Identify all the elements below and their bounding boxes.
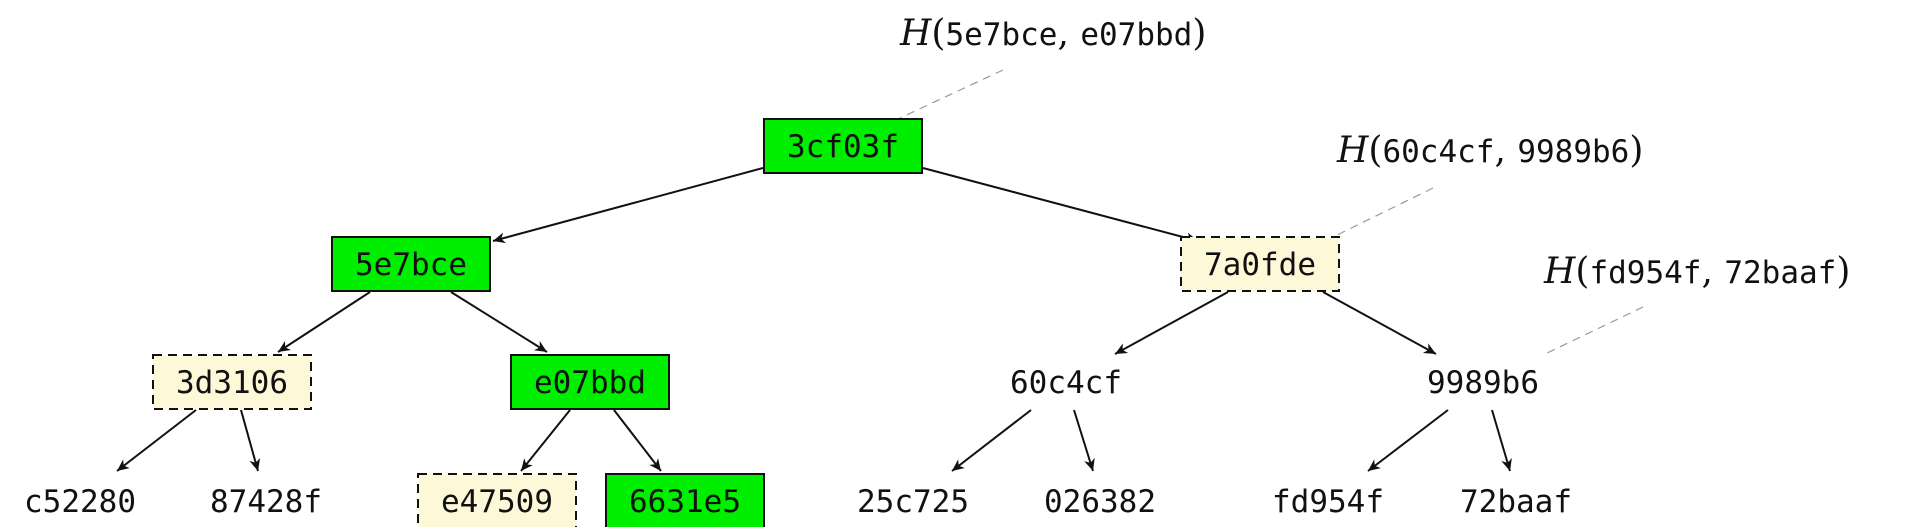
node-label: 7a0fde xyxy=(1204,247,1316,283)
proof-path-box xyxy=(331,236,491,292)
tree-edges xyxy=(116,167,1512,472)
node-label: e47509 xyxy=(441,484,553,520)
node-label: 87428f xyxy=(210,484,322,520)
proof-path-box xyxy=(763,118,923,174)
node-label: 60c4cf xyxy=(1010,365,1122,401)
node-label: 9989b6 xyxy=(1427,365,1539,401)
node-root: 3cf03f xyxy=(763,118,923,174)
annotation-leaders xyxy=(899,69,1644,356)
tree-nodes: 3cf03f 5e7bce 7a0fde 3d3106 e07bbd 60c4cf 9989… xyxy=(24,118,1572,527)
hash-arg-left: fd954f xyxy=(1589,255,1701,291)
node-label: 6631e5 xyxy=(629,484,741,520)
node-l8: 72baaf xyxy=(1460,484,1572,520)
node-label: c52280 xyxy=(24,484,136,520)
hash-function-name: H xyxy=(899,13,932,54)
edge-n_rl-to-l5 xyxy=(951,409,1032,472)
hash-arg-left: 60c4cf xyxy=(1382,134,1494,170)
node-n_rl: 60c4cf xyxy=(1010,365,1122,401)
node-l1: c52280 xyxy=(24,484,136,520)
edge-n_r-to-n_rr xyxy=(1322,291,1437,355)
annotation-leader-n_r xyxy=(1332,187,1434,238)
edge-n_l-to-n_ll xyxy=(277,291,371,353)
sibling-hash-box xyxy=(152,354,312,410)
node-l5: 25c725 xyxy=(857,484,969,520)
node-n_lr: e07bbd xyxy=(510,354,670,410)
annotation-leader-n_rr xyxy=(1542,306,1644,356)
hash-annotation-root: H(5e7bce, e07bbd) xyxy=(899,13,1206,54)
node-l4: 6631e5 xyxy=(605,473,765,527)
annotation-leader-root xyxy=(899,69,1004,119)
proof-path-box xyxy=(605,473,765,527)
node-n_ll: 3d3106 xyxy=(152,354,312,410)
hash-arg-left: 5e7bce xyxy=(945,17,1057,53)
hash-annotation-n_r: H(60c4cf, 9989b6) xyxy=(1336,130,1643,171)
edge-n_ll-to-l1 xyxy=(116,409,197,472)
node-l6: 026382 xyxy=(1044,484,1156,520)
node-label: 5e7bce xyxy=(355,247,467,283)
edge-n_lr-to-l3 xyxy=(520,409,571,472)
sibling-hash-box xyxy=(1180,236,1340,292)
node-label: fd954f xyxy=(1272,484,1384,520)
proof-path-box xyxy=(510,354,670,410)
node-n_l: 5e7bce xyxy=(331,236,491,292)
node-label: 25c725 xyxy=(857,484,969,520)
node-l3: e47509 xyxy=(417,473,577,527)
edge-n_r-to-n_rl xyxy=(1114,291,1229,355)
hash-arg-right: e07bbd xyxy=(1080,17,1192,53)
node-l2: 87428f xyxy=(210,484,322,520)
node-n_rr: 9989b6 xyxy=(1427,365,1539,401)
node-label: 3d3106 xyxy=(176,365,288,401)
hash-annotation-n_rr: H(fd954f, 72baaf) xyxy=(1543,251,1850,292)
hash-function-name: H xyxy=(1336,130,1369,171)
hash-arg-right: 9989b6 xyxy=(1517,134,1629,170)
node-label: e07bbd xyxy=(534,365,646,401)
node-label: 026382 xyxy=(1044,484,1156,520)
edge-n_ll-to-l2 xyxy=(240,409,261,472)
node-n_r: 7a0fde xyxy=(1180,236,1340,292)
edge-n_rr-to-l7 xyxy=(1367,409,1449,472)
edge-n_l-to-n_lr xyxy=(450,291,548,353)
node-l7: fd954f xyxy=(1272,484,1384,520)
edge-root-to-n_l xyxy=(492,167,764,244)
edge-n_lr-to-l4 xyxy=(613,409,662,472)
hash-arg-right: 72baaf xyxy=(1724,255,1836,291)
edge-n_rl-to-l6 xyxy=(1073,409,1095,472)
node-label: 72baaf xyxy=(1460,484,1572,520)
hash-annotations: H(5e7bce, e07bbd) H(60c4cf, 9989b6) H(fd95… xyxy=(899,13,1850,292)
sibling-hash-box xyxy=(417,473,577,527)
edge-n_rr-to-l8 xyxy=(1491,409,1512,472)
hash-function-name: H xyxy=(1543,251,1576,292)
node-label: 3cf03f xyxy=(787,129,899,165)
edge-root-to-n_r xyxy=(922,167,1199,244)
